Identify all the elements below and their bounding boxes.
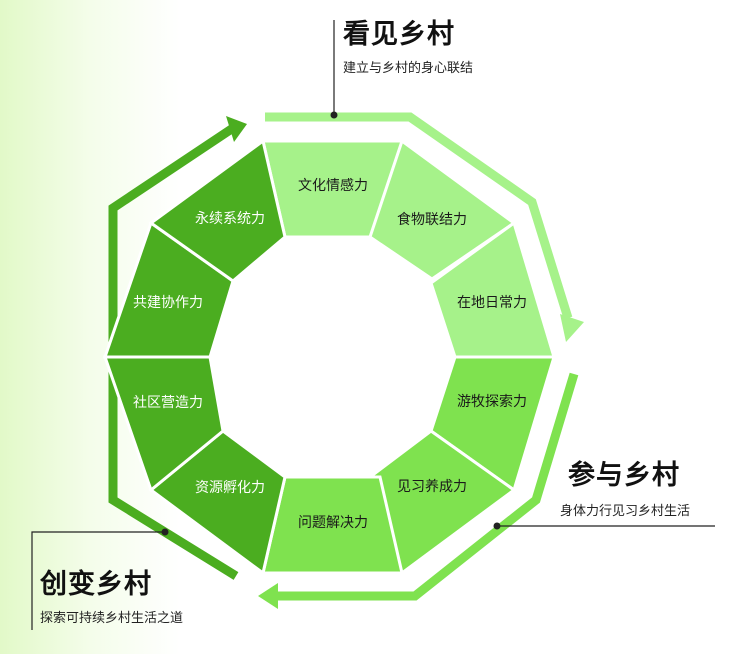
join-stage-subtitle: 身体力行见习乡村生活 [560, 504, 691, 519]
segment-food-connection [368, 138, 517, 281]
create-stage-arrowhead [226, 116, 247, 142]
see-leader-dot [330, 111, 338, 119]
segment-sustainable-systems [148, 138, 287, 283]
segment-label-apprentice-growth: 见习养成力 [397, 479, 467, 495]
segment-label-problem-solving: 问题解决力 [298, 515, 368, 531]
segment-label-cultural-emotion: 文化情感力 [298, 177, 368, 194]
create-leader-line [31, 531, 165, 630]
leader-lines [31, 20, 715, 630]
see-stage-block: 看见乡村 建立与乡村的身心联结 [343, 20, 473, 78]
see-stage-arrowhead [560, 314, 584, 342]
create-leader-dot [161, 528, 169, 536]
create-stage-title: 创变乡村 [40, 569, 152, 600]
segment-label-community-building: 社区营造力 [133, 395, 203, 411]
create-stage-block: 创变乡村 探索可持续乡村生活之道 [40, 570, 183, 628]
join-stage-block: 参与乡村 [568, 461, 680, 491]
segment-label-sustainable-systems: 永续系统力 [195, 210, 265, 227]
segment-label-food-connection: 食物联结力 [397, 211, 467, 228]
create-stage-subtitle: 探索可持续乡村生活之道 [40, 611, 184, 626]
segment-label-local-daily-life: 在地日常力 [457, 295, 527, 311]
see-stage-arrow [265, 112, 573, 320]
see-stage-title: 看见乡村 [343, 19, 455, 50]
join-stage-arrow [275, 372, 579, 601]
capability-segments [102, 138, 557, 576]
segment-label-co-construction: 共建协作力 [133, 295, 203, 311]
segment-labels: 文化情感力 食物联结力 在地日常力 游牧探索力 见习养成力 问题解决力 资源孵化… [133, 177, 527, 531]
join-stage-arrowhead [258, 583, 278, 609]
join-stage-sub-block: 身体力行见习乡村生活 [560, 503, 690, 521]
segment-label-resource-incubation: 资源孵化力 [195, 480, 265, 496]
segment-label-nomad-exploration: 游牧探索力 [457, 393, 527, 410]
join-stage-title: 参与乡村 [568, 460, 680, 491]
see-stage-subtitle: 建立与乡村的身心联结 [343, 61, 474, 76]
join-leader-dot [493, 522, 501, 530]
